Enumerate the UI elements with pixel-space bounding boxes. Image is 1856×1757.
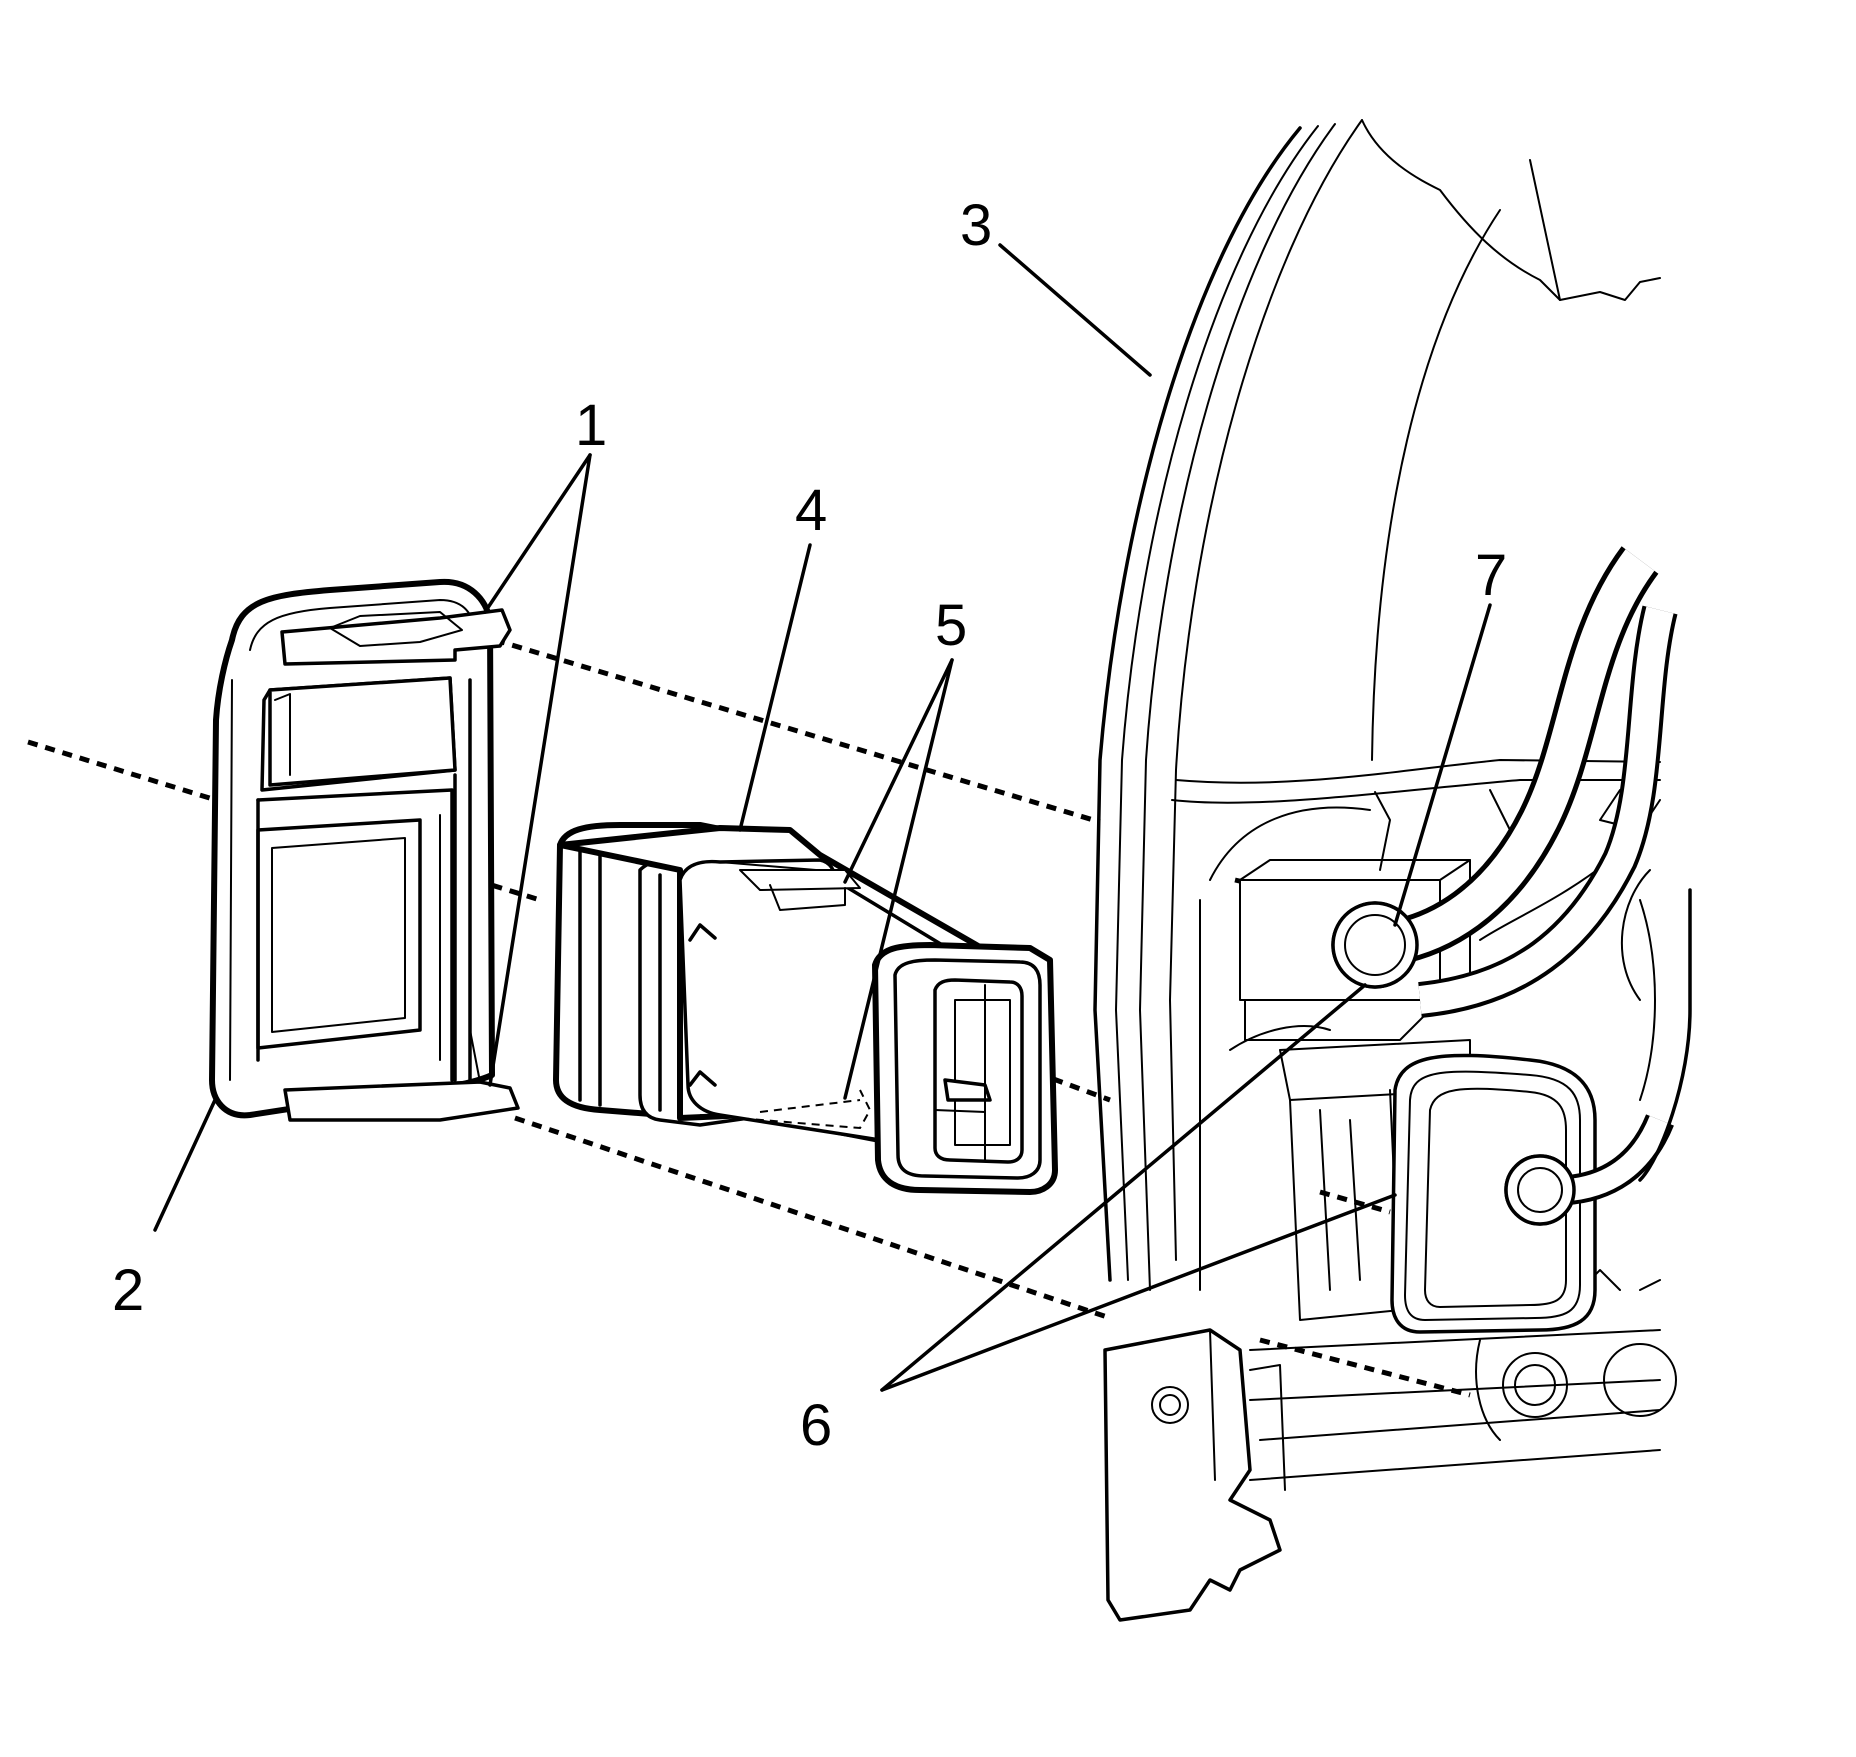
callout-6: 6 (800, 1393, 832, 1458)
callout-1: 1 (575, 393, 607, 458)
connector-body (553, 822, 1058, 1195)
callout-4: 4 (795, 478, 827, 543)
callout-7: 7 (1475, 543, 1507, 608)
callout-labels: 1 2 3 4 5 6 7 (112, 193, 1507, 1458)
callout-2: 2 (112, 1258, 144, 1323)
connector-retainer (209, 578, 520, 1122)
callout-5: 5 (935, 593, 967, 658)
leader-lines (153, 243, 1492, 1392)
wire-harness (1331, 546, 1692, 1226)
callout-3: 3 (960, 193, 992, 258)
door-panel (1093, 119, 1677, 1622)
